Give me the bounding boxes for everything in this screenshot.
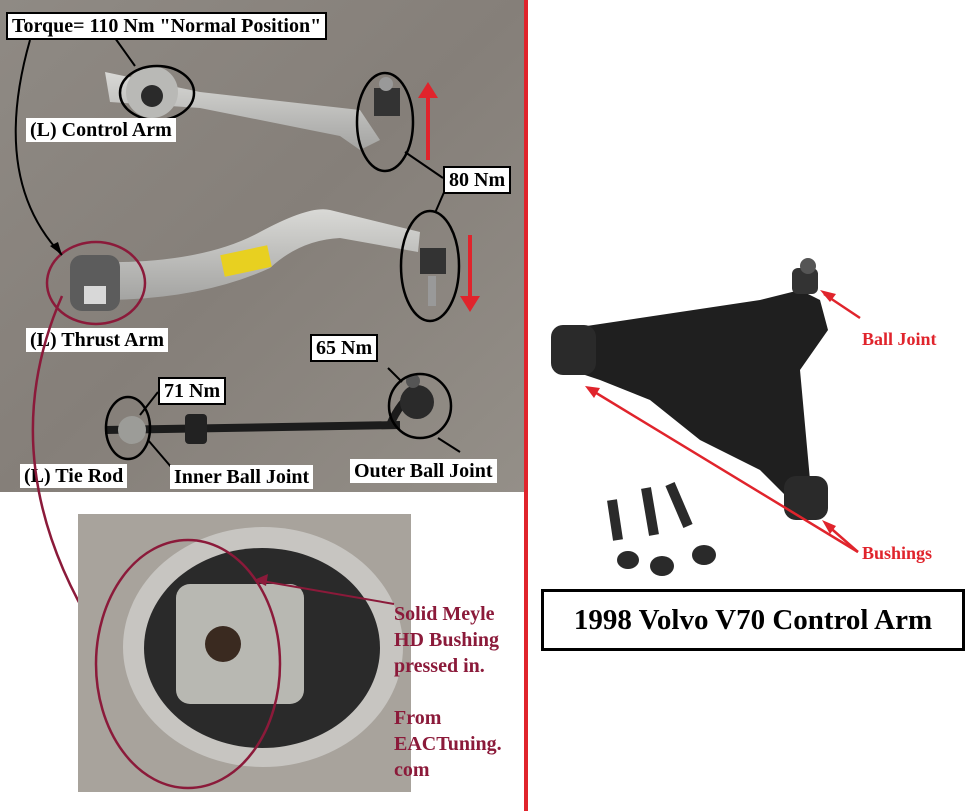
inner-ball-joint-housing [118,416,146,444]
volvo-front-bushing [551,325,596,375]
bushings-arrowhead-rear [822,520,836,534]
control-arm-bushing-core [141,85,163,107]
bushing-closeup-drawing [78,514,411,792]
thrust-arm-bushing-sleeve [84,286,106,304]
suspension-parts-drawing [0,0,524,492]
arrow-to-thrust-bushing [14,39,63,256]
arrow-to-control-bushing [114,37,136,67]
control-arm-label: (L) Control Arm [26,118,176,142]
volvo-bolt-1 [607,499,623,541]
volvo-title: 1998 Volvo V70 Control Arm [541,589,965,651]
volvo-arm-body [560,290,828,500]
arrow-65nm [387,367,403,383]
bushings-arrow-rear [825,523,859,553]
thrust-arm-warning-sticker [220,245,272,277]
tie-rod-label: (L) Tie Rod [20,464,128,488]
bushings-label: Bushings [862,543,933,563]
red-up-arrowhead [418,82,438,98]
ball-joint-arrowhead [820,290,836,302]
torque-71-label: 71 Nm [158,377,227,405]
thrust-arm-ball-joint [420,248,446,274]
red-down-arrowhead [460,296,480,312]
ball-joint-label: Ball Joint [862,329,937,349]
bushing-note-line3: pressed in. [394,655,485,677]
volvo-rear-bushing [784,476,828,520]
volvo-bolt-3 [665,482,693,528]
bushing-note-line4: From [394,707,442,729]
arrow-outer-ball-joint [437,437,461,453]
tie-rod-boot [185,414,207,444]
bushing-note: Solid Meyle HD Bushing pressed in. From … [394,601,502,783]
torque-80-label: 80 Nm [443,166,512,194]
control-arm-ball-joint-ellipse [355,71,415,173]
volvo-ball-joint [792,268,818,294]
arrow-inner-ball-joint [147,439,173,469]
bushings-arrowhead-front [585,386,600,398]
control-arm-ball-joint [374,88,400,116]
thrust-arm-label: (L) Thrust Arm [26,328,169,352]
volvo-bolt-2 [641,487,659,536]
torque-normal-label: Torque= 110 Nm "Normal Position" [6,12,328,40]
inner-ball-joint-label: Inner Ball Joint [170,465,314,489]
outer-ball-joint-housing [400,385,434,419]
thrust-arm-ball-joint-ellipse [399,209,461,323]
ball-joint-arrow [823,292,861,320]
bushing-note-arrowhead [254,574,268,586]
volvo-nut-2 [650,556,674,576]
bushing-note-line6: com [394,759,430,781]
thrust-arm-ball-stud [428,276,436,306]
bushing-closeup-photo [78,514,411,792]
arrow-80nm-up [404,151,444,179]
red-divider [524,0,528,811]
volvo-nut-3 [692,545,716,565]
outer-ball-joint-label: Outer Ball Joint [350,459,497,483]
volvo-nut-1 [617,551,639,569]
arrow-71nm [139,391,159,416]
bushings-arrow-front [587,386,859,554]
tie-rod-shaft [104,421,401,434]
suspension-parts-photo: Torque= 110 Nm "Normal Position" (L) Con… [0,0,524,492]
arrowhead-thrust [50,242,62,255]
outer-ball-joint-ellipse [387,372,453,440]
bushing-note-arrow [255,579,395,605]
bushing-note-line2: HD Bushing [394,629,500,651]
bushing-note-line1: Solid Meyle [394,603,495,625]
bushing-note-line5: EACTuning. [394,733,502,755]
control-arm-ball-stud [379,77,393,91]
outer-ball-joint-stud [406,374,420,388]
volvo-ball-stud [800,258,816,274]
inner-ball-joint-ellipse [104,395,152,461]
torque-65-label: 65 Nm [310,334,379,362]
bushing-closeup-ellipse [94,538,282,790]
bushing-bolt-hole [205,626,241,662]
